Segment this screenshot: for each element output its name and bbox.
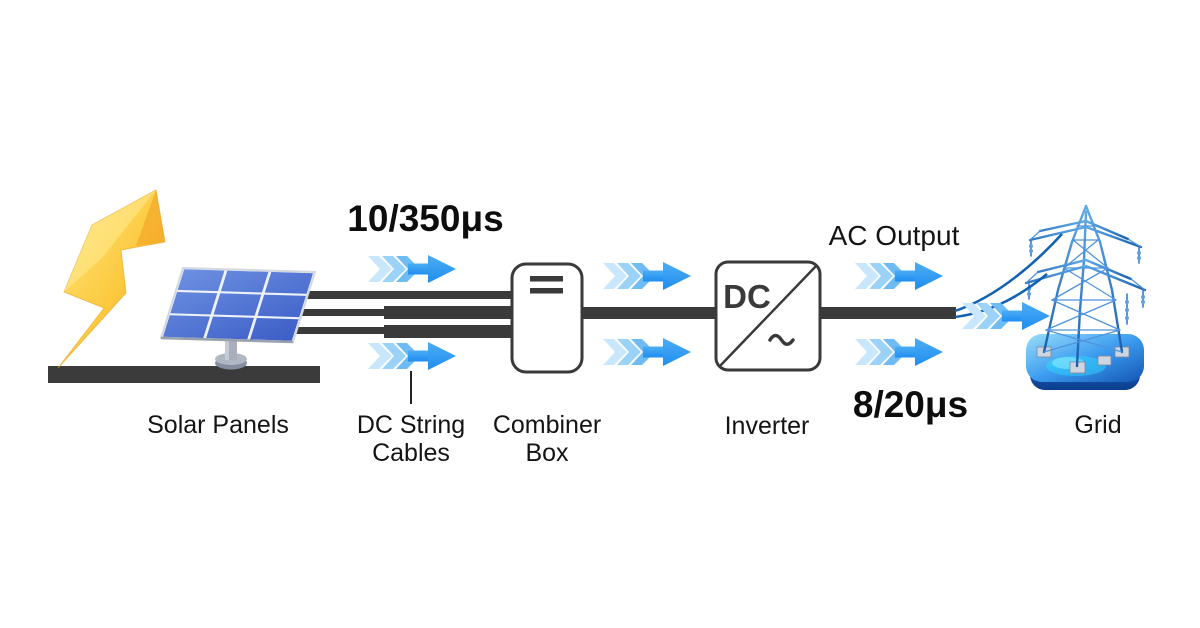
dc-string-cables [294,291,514,338]
ac-output-label: AC Output [828,220,960,251]
ac-output-cable [818,307,956,319]
ground-bar [48,366,320,383]
solar-panel-icon [161,268,315,342]
double-bar-icon [530,276,563,294]
surge-waveform-dc-label: 10/350μs [347,198,504,239]
chevron-flow-arrow-icon [368,255,456,283]
combiner-box-label: Combiner Box [480,411,614,467]
ac-wave-icon [768,333,795,346]
tower-lattice [1024,204,1147,368]
dc-string-cables-label-line1: DC String [356,411,466,439]
inverter-dc-symbol: DC [723,278,771,315]
dc-main-cable [578,307,720,319]
dc-string-cables-label: DC String Cables [344,411,478,467]
transmission-tower-icon [954,204,1147,390]
inverter-label: Inverter [724,412,810,440]
chevron-flow-arrow-icon [962,302,1050,330]
chevron-flow-arrow-icon [855,338,943,366]
chevron-flow-arrow-icon [603,262,691,290]
combiner-box-label-line1: Combiner [492,411,602,439]
chevron-flow-arrow-icon [603,338,691,366]
chevron-flow-arrow-icon [368,342,456,370]
tower-insulator-discs [1027,244,1145,320]
surge-waveform-ac-label: 8/20μs [852,384,969,425]
solar-panels-label: Solar Panels [147,411,289,439]
inverter-icon [714,260,822,372]
grid-label: Grid [1074,411,1122,439]
lightning-bolt-icon [57,189,166,369]
dc-string-cables-label-line2: Cables [372,439,450,467]
combiner-box-label-line2: Box [525,439,569,467]
tower-insulators [1028,240,1144,325]
combiner-box-icon [510,262,584,374]
chevron-flow-arrow-icon [855,262,943,290]
